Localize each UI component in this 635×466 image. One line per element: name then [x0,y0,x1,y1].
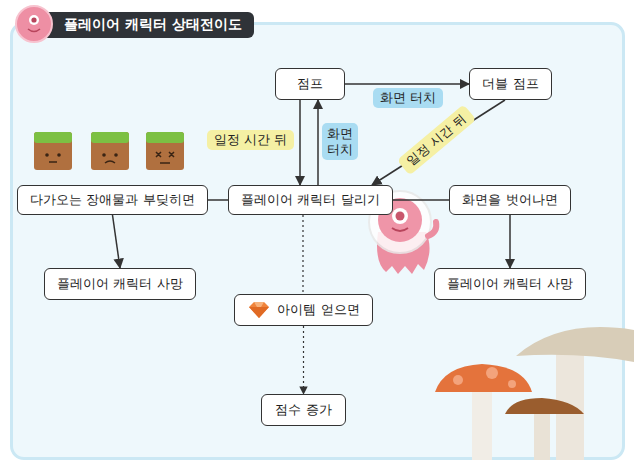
state-box: 점프 [275,68,345,100]
state-box: 화면을 벗어나면 [449,185,571,215]
state-box: 다가오는 장애물과 부딪히면 [17,185,208,215]
node-text: 화면을 벗어나면 [462,191,557,209]
transition-arrow [345,83,469,85]
transition-arrow [302,215,303,294]
node-text: 플레이어 캐릭터 사망 [57,275,182,293]
node-text: 다가오는 장애물과 부딪히면 [30,191,194,209]
transition-arrow [393,199,449,201]
obstacle-block [34,132,72,170]
mushroom [435,327,634,460]
transition-arrow [208,199,228,201]
state-box: 플레이어 캐릭터 사망 [44,268,196,300]
transition-arrow [509,215,511,268]
node-text: 플레이어 캐릭터 사망 [447,275,572,293]
transition-arrow [299,100,301,185]
state-box: 더블 점프 [469,68,552,100]
transition-arrow [303,326,304,394]
diagram-title: 플레이어 캐릭터 상태전이도 [64,16,242,34]
gem-icon [247,301,271,319]
edge-label: 화면 터치 [322,123,358,160]
state-box: 점수 증가 [261,394,346,426]
obstacle-block [91,132,129,170]
state-box: 플레이어 캐릭터 사망 [434,268,586,300]
node-text: 점프 [297,75,323,93]
title-icon [14,4,54,44]
node-text: 플레이어 캐릭터 달리기 [241,191,379,209]
event-box: 아이템 얻으면 [234,294,373,326]
title-tab: 플레이어 캐릭터 상태전이도 [30,12,254,38]
transition-arrow [372,100,505,185]
node-text: 점수 증가 [275,401,331,419]
edge-label: 화면 터치 [373,88,443,108]
node-text: 아이템 얻으면 [277,301,359,319]
obstacle-block [146,132,184,170]
node-text: 더블 점프 [482,75,538,93]
edge-label: 일정 시간 뒤 [207,130,294,150]
state-box: 플레이어 캐릭터 달리기 [228,185,393,215]
transition-arrow [113,215,121,268]
transition-arrow [317,100,319,185]
